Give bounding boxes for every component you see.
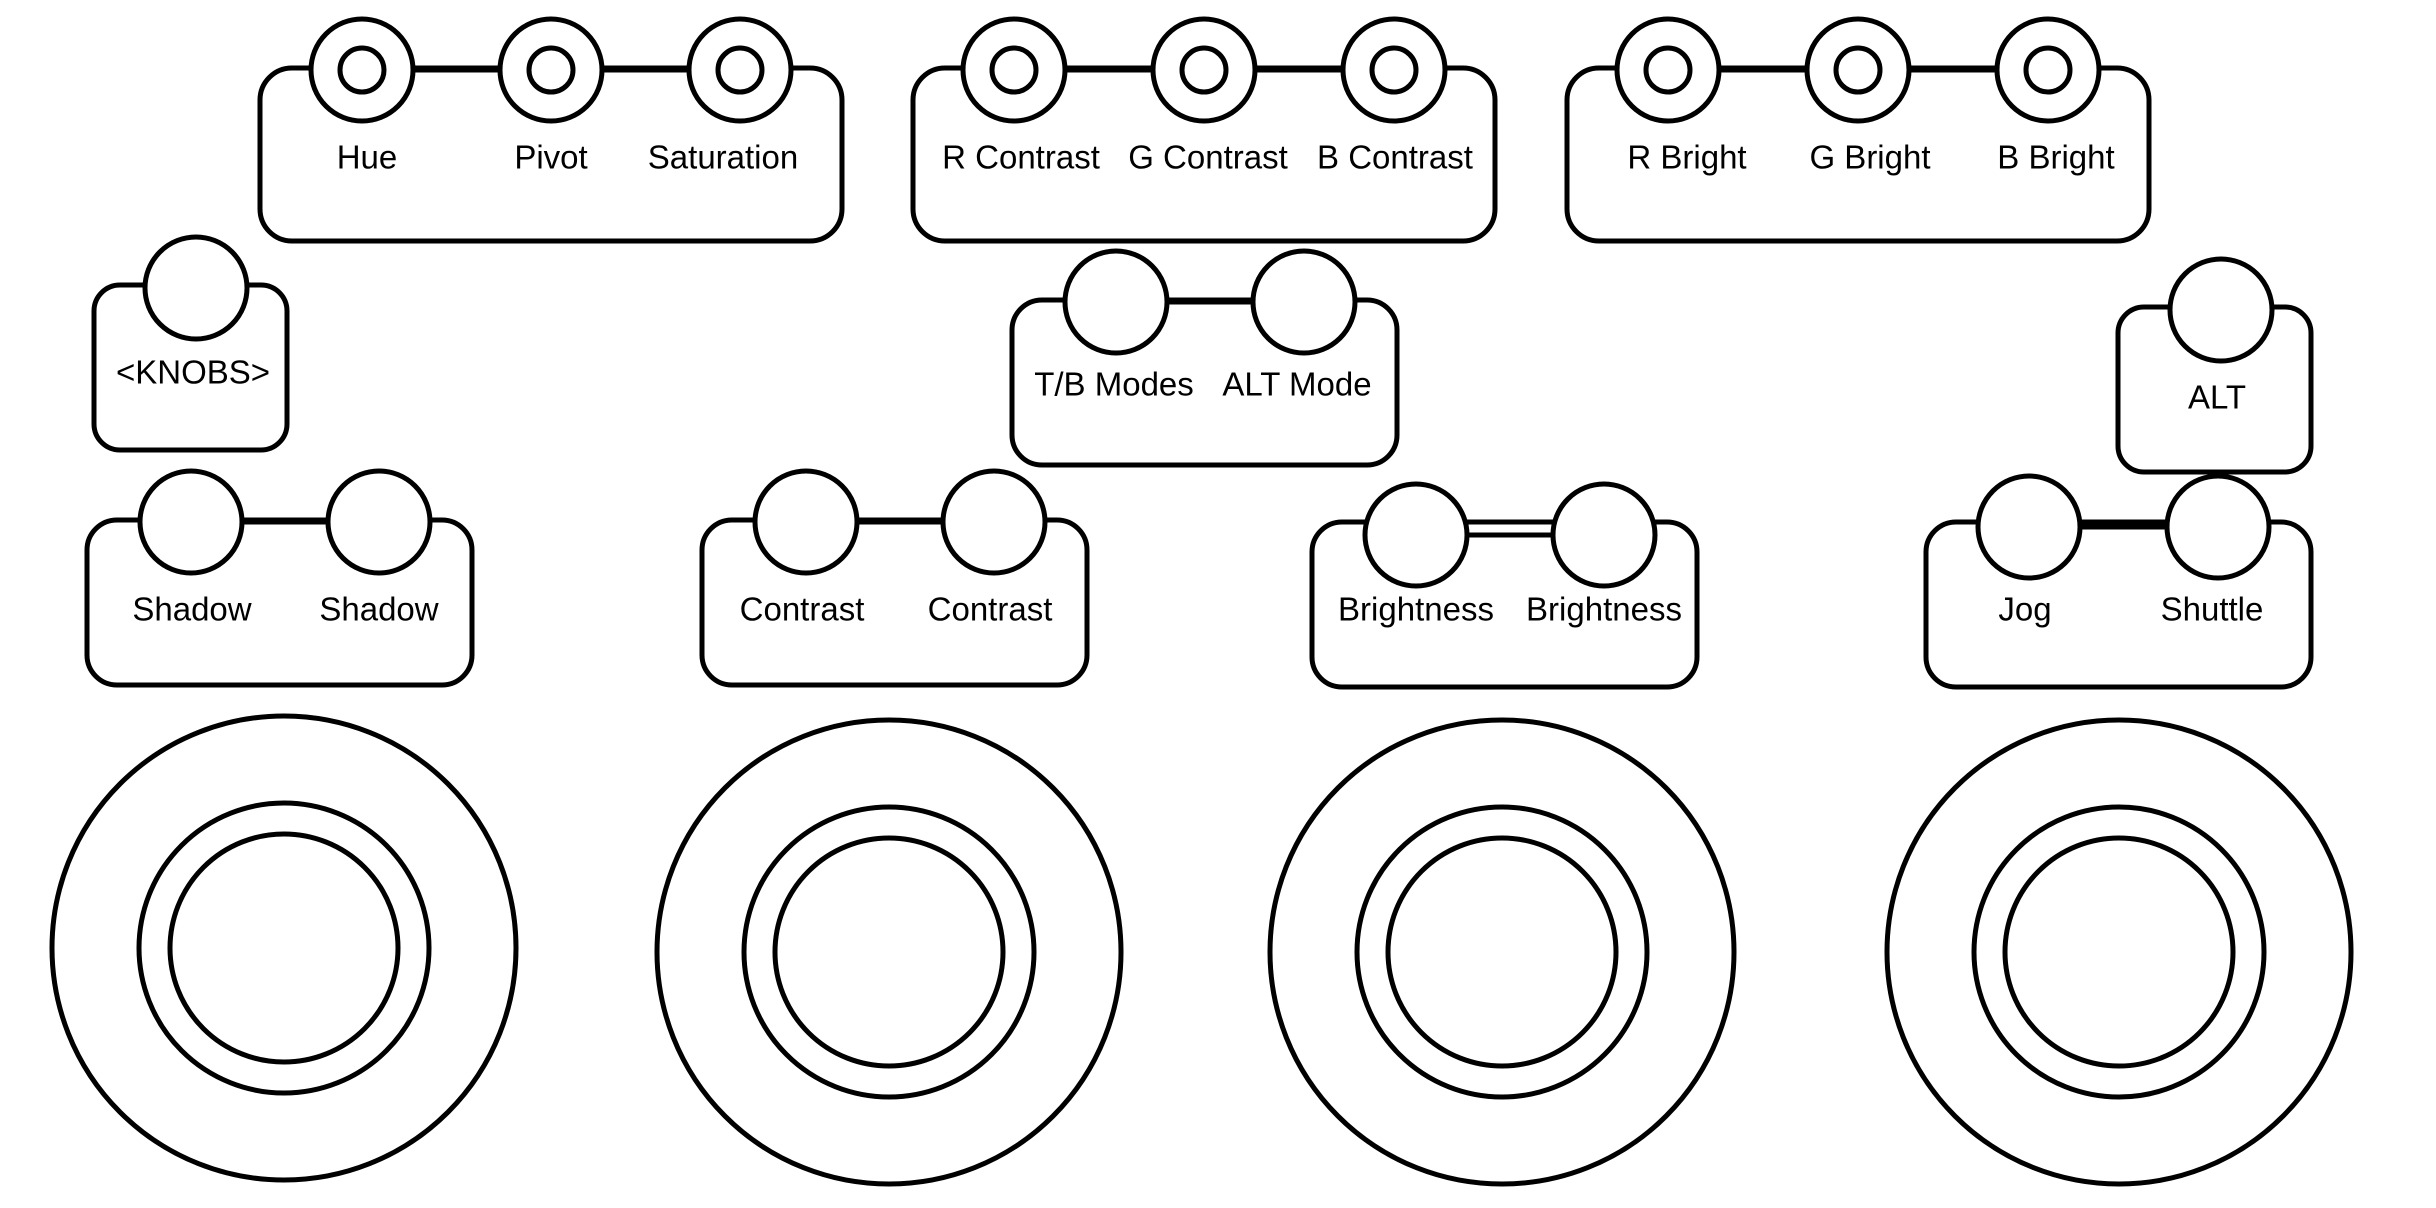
shadow-button-left[interactable]	[137, 468, 245, 576]
knob-g-contrast[interactable]	[1150, 16, 1258, 124]
trackball-ball[interactable]	[167, 831, 401, 1065]
knob-label-b-bright: B Bright	[1997, 139, 2114, 176]
contrast-label-left: Contrast	[740, 591, 865, 628]
alt-button-group: ALT	[2115, 256, 2314, 475]
contrast-button-left[interactable]	[752, 468, 860, 576]
alt-button[interactable]	[2167, 256, 2275, 364]
alt-mode-label: ALT Mode	[1222, 366, 1371, 403]
knob-group-hue-pivot-saturation: Hue Pivot Saturation	[257, 16, 845, 244]
knobs-button[interactable]	[142, 234, 250, 342]
jog-button[interactable]	[1975, 473, 2083, 581]
knob-label-b-contrast: B Contrast	[1317, 139, 1473, 176]
trackball-ball[interactable]	[772, 835, 1006, 1069]
modes-button-group: T/B Modes ALT Mode	[1009, 248, 1400, 468]
knob-label-r-bright: R Bright	[1627, 139, 1746, 176]
knobs-button-label: <KNOBS>	[116, 354, 270, 391]
tb-modes-label: T/B Modes	[1034, 366, 1194, 403]
shuttle-button[interactable]	[2164, 473, 2272, 581]
knob-label-saturation: Saturation	[648, 139, 798, 176]
knob-label-r-contrast: R Contrast	[942, 139, 1100, 176]
knobs-button-group: <KNOBS>	[91, 234, 290, 453]
contrast-button-group: Contrast Contrast	[699, 468, 1090, 688]
knob-b-bright[interactable]	[1994, 16, 2102, 124]
knob-saturation[interactable]	[686, 16, 794, 124]
knob-label-g-bright: G Bright	[1809, 139, 1930, 176]
shadow-label-left: Shadow	[132, 591, 251, 628]
knob-r-bright[interactable]	[1614, 16, 1722, 124]
knob-label-g-contrast: G Contrast	[1128, 139, 1288, 176]
contrast-button-right[interactable]	[940, 468, 1048, 576]
transport-button-group: Jog Shuttle	[1923, 473, 2314, 690]
brightness-button-group: Brightness Brightness	[1309, 481, 1700, 690]
knob-pivot[interactable]	[497, 16, 605, 124]
brightness-label-right: Brightness	[1526, 591, 1682, 628]
brightness-button-left[interactable]	[1362, 481, 1470, 589]
tb-modes-button[interactable]	[1062, 248, 1170, 356]
knob-group-rgb-contrast: R Contrast G Contrast B Contrast	[910, 16, 1498, 244]
contrast-label-right: Contrast	[928, 591, 1053, 628]
trackball-ball[interactable]	[2002, 835, 2236, 1069]
jog-label: Jog	[1998, 591, 2051, 628]
trackball-3[interactable]	[1267, 717, 1737, 1187]
brightness-button-right[interactable]	[1550, 481, 1658, 589]
knob-group-rgb-bright: R Bright G Bright B Bright	[1564, 16, 2152, 244]
knob-label-pivot: Pivot	[514, 139, 587, 176]
alt-button-label: ALT	[2188, 379, 2246, 416]
knob-b-contrast[interactable]	[1340, 16, 1448, 124]
trackball-1[interactable]	[49, 713, 519, 1183]
knob-g-bright[interactable]	[1804, 16, 1912, 124]
knob-r-contrast[interactable]	[960, 16, 1068, 124]
brightness-label-left: Brightness	[1338, 591, 1494, 628]
alt-mode-button[interactable]	[1250, 248, 1358, 356]
knob-label-hue: Hue	[337, 139, 398, 176]
shadow-label-right: Shadow	[319, 591, 438, 628]
shadow-button-group: Shadow Shadow	[84, 468, 475, 688]
shadow-button-right[interactable]	[325, 468, 433, 576]
shuttle-label: Shuttle	[2161, 591, 2264, 628]
trackball-2[interactable]	[654, 717, 1124, 1187]
trackball-4[interactable]	[1884, 717, 2354, 1187]
trackball-ball[interactable]	[1385, 835, 1619, 1069]
knob-hue[interactable]	[308, 16, 416, 124]
